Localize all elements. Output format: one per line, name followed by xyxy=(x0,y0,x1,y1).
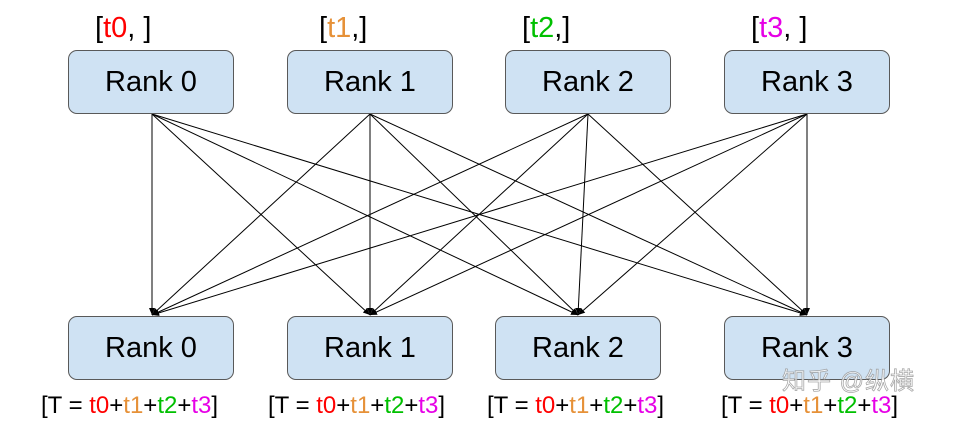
plus-sign: + xyxy=(589,392,604,419)
top-rank-0-box: Rank 0 xyxy=(68,50,234,114)
token-t3: t3 xyxy=(637,392,658,419)
top-rank-3-box: Rank 3 xyxy=(724,50,890,114)
bottom-rank-1-box: Rank 1 xyxy=(287,316,453,380)
zhihu-watermark: 知乎 @纵横 xyxy=(782,368,916,396)
token-t0: t0 xyxy=(535,392,556,419)
label-bracket: [ xyxy=(751,12,760,44)
result-prefix: [T = xyxy=(487,392,536,419)
token-t3: t3 xyxy=(759,12,784,44)
edge-rank-1-to-rank-2 xyxy=(369,113,579,316)
result-prefix: [T = xyxy=(41,392,90,419)
token-t2: t2 xyxy=(157,392,178,419)
result-label-rank-2: [T = t0+t1+t2+t3] xyxy=(487,391,664,421)
plus-sign: + xyxy=(370,392,385,419)
top-rank-1-box: Rank 1 xyxy=(287,50,453,114)
edge-rank-3-to-rank-2 xyxy=(577,113,808,316)
token-t2: t2 xyxy=(603,392,624,419)
label-bracket: , ] xyxy=(127,12,152,44)
rank-label: Rank 0 xyxy=(105,331,197,364)
token-t1: t1 xyxy=(350,392,371,419)
result-label-rank-0: [T = t0+t1+t2+t3] xyxy=(41,391,218,421)
edge-rank-3-to-rank-0 xyxy=(151,113,808,316)
token-t1: t1 xyxy=(803,392,824,419)
result-prefix: [T = xyxy=(268,392,317,419)
plus-sign: + xyxy=(623,392,638,419)
top-label-rank-3: [t3, ] xyxy=(751,10,807,46)
rank-label: Rank 2 xyxy=(542,65,634,98)
token-t2: t2 xyxy=(384,392,405,419)
result-suffix: ] xyxy=(211,392,219,419)
token-t2: t2 xyxy=(530,12,555,44)
plus-sign: + xyxy=(143,392,158,419)
top-label-rank-0: [t0, ] xyxy=(95,10,151,46)
result-label-rank-3: [T = t0+t1+t2+t3] xyxy=(721,391,898,421)
plus-sign: + xyxy=(404,392,419,419)
label-bracket: [ xyxy=(522,12,531,44)
label-bracket: [ xyxy=(95,12,104,44)
edge-rank-2-to-rank-0 xyxy=(151,113,589,316)
edge-rank-2-to-rank-3 xyxy=(587,113,808,316)
bottom-rank-2-box: Rank 2 xyxy=(495,316,661,380)
result-prefix: [T = xyxy=(721,392,770,419)
top-label-rank-2: [t2,] xyxy=(522,10,570,46)
token-t1: t1 xyxy=(327,12,352,44)
result-suffix: ] xyxy=(891,392,899,419)
token-t0: t0 xyxy=(103,12,128,44)
result-suffix: ] xyxy=(438,392,446,419)
plus-sign: + xyxy=(336,392,351,419)
label-bracket: , ] xyxy=(783,12,808,44)
plus-sign: + xyxy=(823,392,838,419)
edge-rank-3-to-rank-1 xyxy=(369,113,808,316)
rank-label: Rank 1 xyxy=(324,331,416,364)
edge-rank-2-to-rank-2 xyxy=(575,113,589,316)
plus-sign: + xyxy=(177,392,192,419)
token-t0: t0 xyxy=(769,392,790,419)
plus-sign: + xyxy=(555,392,570,419)
token-t3: t3 xyxy=(418,392,439,419)
bottom-rank-0-box: Rank 0 xyxy=(68,316,234,380)
token-t2: t2 xyxy=(837,392,858,419)
plus-sign: + xyxy=(857,392,872,419)
edge-rank-0-to-rank-2 xyxy=(151,113,579,316)
top-rank-2-box: Rank 2 xyxy=(505,50,671,114)
token-t0: t0 xyxy=(316,392,337,419)
label-bracket: [ xyxy=(319,12,328,44)
rank-label: Rank 3 xyxy=(761,331,853,364)
token-t1: t1 xyxy=(569,392,590,419)
rank-label: Rank 1 xyxy=(324,65,416,98)
edge-rank-1-to-rank-0 xyxy=(151,113,371,316)
rank-label: Rank 2 xyxy=(532,331,624,364)
plus-sign: + xyxy=(789,392,804,419)
label-bracket: ,] xyxy=(554,12,571,44)
label-bracket: ,] xyxy=(351,12,368,44)
result-suffix: ] xyxy=(657,392,665,419)
token-t3: t3 xyxy=(871,392,892,419)
bottom-rank-3-box: Rank 3 xyxy=(724,316,890,380)
rank-label: Rank 3 xyxy=(761,65,853,98)
token-t3: t3 xyxy=(191,392,212,419)
plus-sign: + xyxy=(109,392,124,419)
token-t0: t0 xyxy=(89,392,110,419)
result-label-rank-1: [T = t0+t1+t2+t3] xyxy=(268,391,445,421)
token-t1: t1 xyxy=(123,392,144,419)
rank-label: Rank 0 xyxy=(105,65,197,98)
top-label-rank-1: [t1,] xyxy=(319,10,367,46)
